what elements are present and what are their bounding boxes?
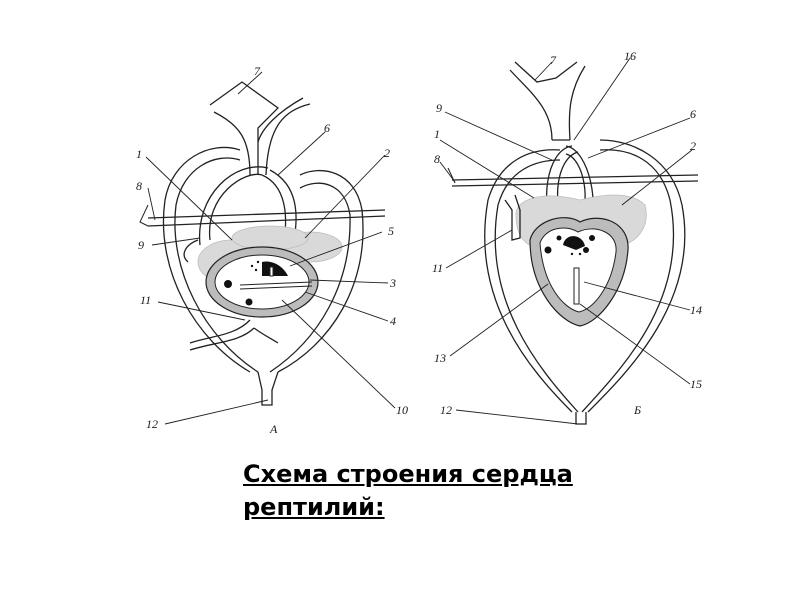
- label-b-12: 12: [440, 403, 452, 417]
- label-b-6: 6: [690, 107, 696, 121]
- label-a-7: 7: [254, 64, 261, 78]
- label-b-7: 7: [550, 53, 557, 67]
- label-a-11: 11: [140, 293, 151, 307]
- label-a-8: 8: [136, 179, 142, 193]
- caption-a: А: [269, 422, 278, 436]
- label-a-4: 4: [390, 314, 396, 328]
- diagram-a-labels: 7 6 1 2 8 9 5 3 11 4 12 10 А: [136, 64, 408, 436]
- diagram-a: [139, 71, 396, 425]
- label-a-1: 1: [136, 147, 142, 161]
- label-a-6: 6: [324, 121, 330, 135]
- caption-b: Б: [633, 403, 641, 417]
- label-b-15: 15: [690, 377, 702, 391]
- label-b-8: 8: [434, 152, 440, 166]
- label-a-10: 10: [396, 403, 408, 417]
- label-b-2: 2: [690, 139, 696, 153]
- slide-title: Схема строения сердца рептилий:: [243, 460, 573, 521]
- label-b-1: 1: [434, 127, 440, 141]
- diagram-b-labels: 7 16 9 6 1 2 8 11 14 13 15 12 Б: [432, 49, 702, 417]
- label-b-11: 11: [432, 261, 443, 275]
- label-a-12: 12: [146, 417, 158, 431]
- label-b-13: 13: [434, 351, 446, 365]
- label-a-3: 3: [389, 276, 396, 290]
- label-a-9: 9: [138, 238, 144, 252]
- diagram-b: [439, 57, 699, 425]
- label-a-2: 2: [384, 146, 390, 160]
- label-b-14: 14: [690, 303, 702, 317]
- label-a-5: 5: [388, 224, 394, 238]
- label-b-16: 16: [624, 49, 636, 63]
- label-b-9: 9: [436, 101, 442, 115]
